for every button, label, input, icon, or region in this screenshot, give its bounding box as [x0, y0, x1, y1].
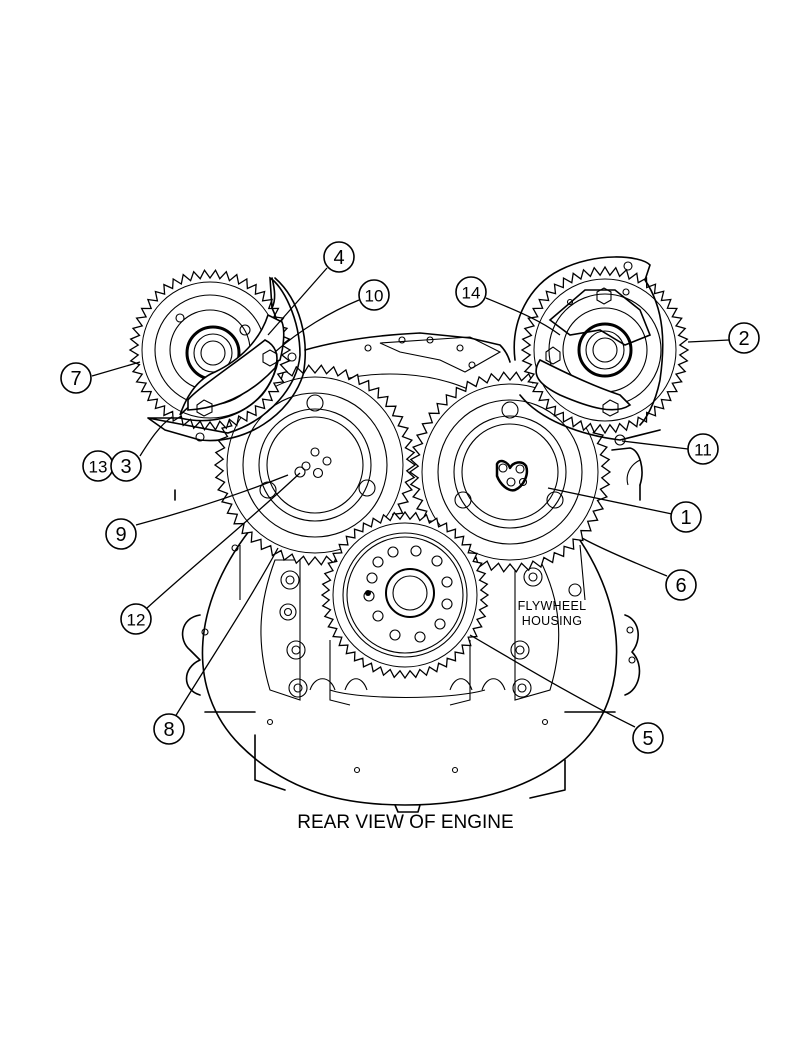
left-idler-gear-hub — [242, 392, 388, 538]
housing-label-line1: FLYWHEEL — [518, 599, 587, 613]
svg-text:2: 2 — [738, 328, 749, 350]
crankshaft-gear-hub — [342, 532, 468, 658]
leader-10 — [274, 299, 360, 353]
callout-6: 6 — [665, 569, 697, 601]
svg-text:13: 13 — [89, 458, 108, 477]
callout-7: 7 — [60, 362, 92, 394]
callout-13: 13 — [82, 450, 114, 482]
svg-text:11: 11 — [694, 441, 712, 460]
left-idler-gear-root-circle — [226, 376, 404, 554]
callout-14: 14 — [455, 276, 487, 308]
callout-1: 1 — [670, 501, 702, 533]
housing-label-line2: HOUSING — [522, 614, 582, 628]
svg-text:1: 1 — [680, 507, 691, 529]
svg-text:3: 3 — [120, 456, 131, 478]
svg-text:14: 14 — [462, 284, 481, 303]
callout-2: 2 — [728, 322, 760, 354]
callout-5: 5 — [632, 722, 664, 754]
leader-12 — [146, 472, 301, 609]
svg-text:8: 8 — [163, 719, 174, 741]
svg-text:5: 5 — [642, 728, 653, 750]
callout-12: 12 — [120, 603, 152, 635]
figure-caption: REAR VIEW OF ENGINE — [297, 812, 514, 833]
leader-lines — [91, 267, 730, 728]
callout-11: 11 — [687, 433, 719, 465]
svg-text:9: 9 — [115, 524, 126, 546]
leader-1 — [547, 487, 673, 515]
leader-11 — [621, 440, 689, 450]
leader-6 — [581, 537, 668, 577]
svg-text:12: 12 — [127, 611, 146, 630]
right-thrust-plate — [513, 256, 664, 446]
flywheel-housing — [174, 332, 643, 813]
callout-3: 3 — [110, 450, 142, 482]
leader-9 — [135, 474, 289, 526]
leader-4 — [267, 267, 328, 336]
callout-4: 4 — [323, 241, 355, 273]
right-idler-gear-hub — [437, 399, 583, 545]
crankshaft-gear-root-circle — [332, 522, 478, 668]
leader-3 — [139, 416, 173, 457]
right-idler-gear-root-circle — [421, 383, 599, 561]
callout-10: 10 — [358, 279, 390, 311]
callout-8: 8 — [153, 713, 185, 745]
leader-5 — [469, 634, 636, 728]
leader-14 — [485, 297, 561, 336]
left-thrust-plate — [147, 276, 306, 442]
leader-7 — [91, 361, 141, 377]
leader-2 — [687, 339, 730, 343]
svg-text:4: 4 — [333, 247, 344, 269]
callout-9: 9 — [105, 518, 137, 550]
right-camshaft-gear-root-circle — [533, 278, 677, 422]
svg-text:7: 7 — [70, 368, 81, 390]
leader-8 — [174, 547, 279, 718]
svg-text:6: 6 — [675, 575, 686, 597]
svg-text:10: 10 — [365, 287, 384, 306]
